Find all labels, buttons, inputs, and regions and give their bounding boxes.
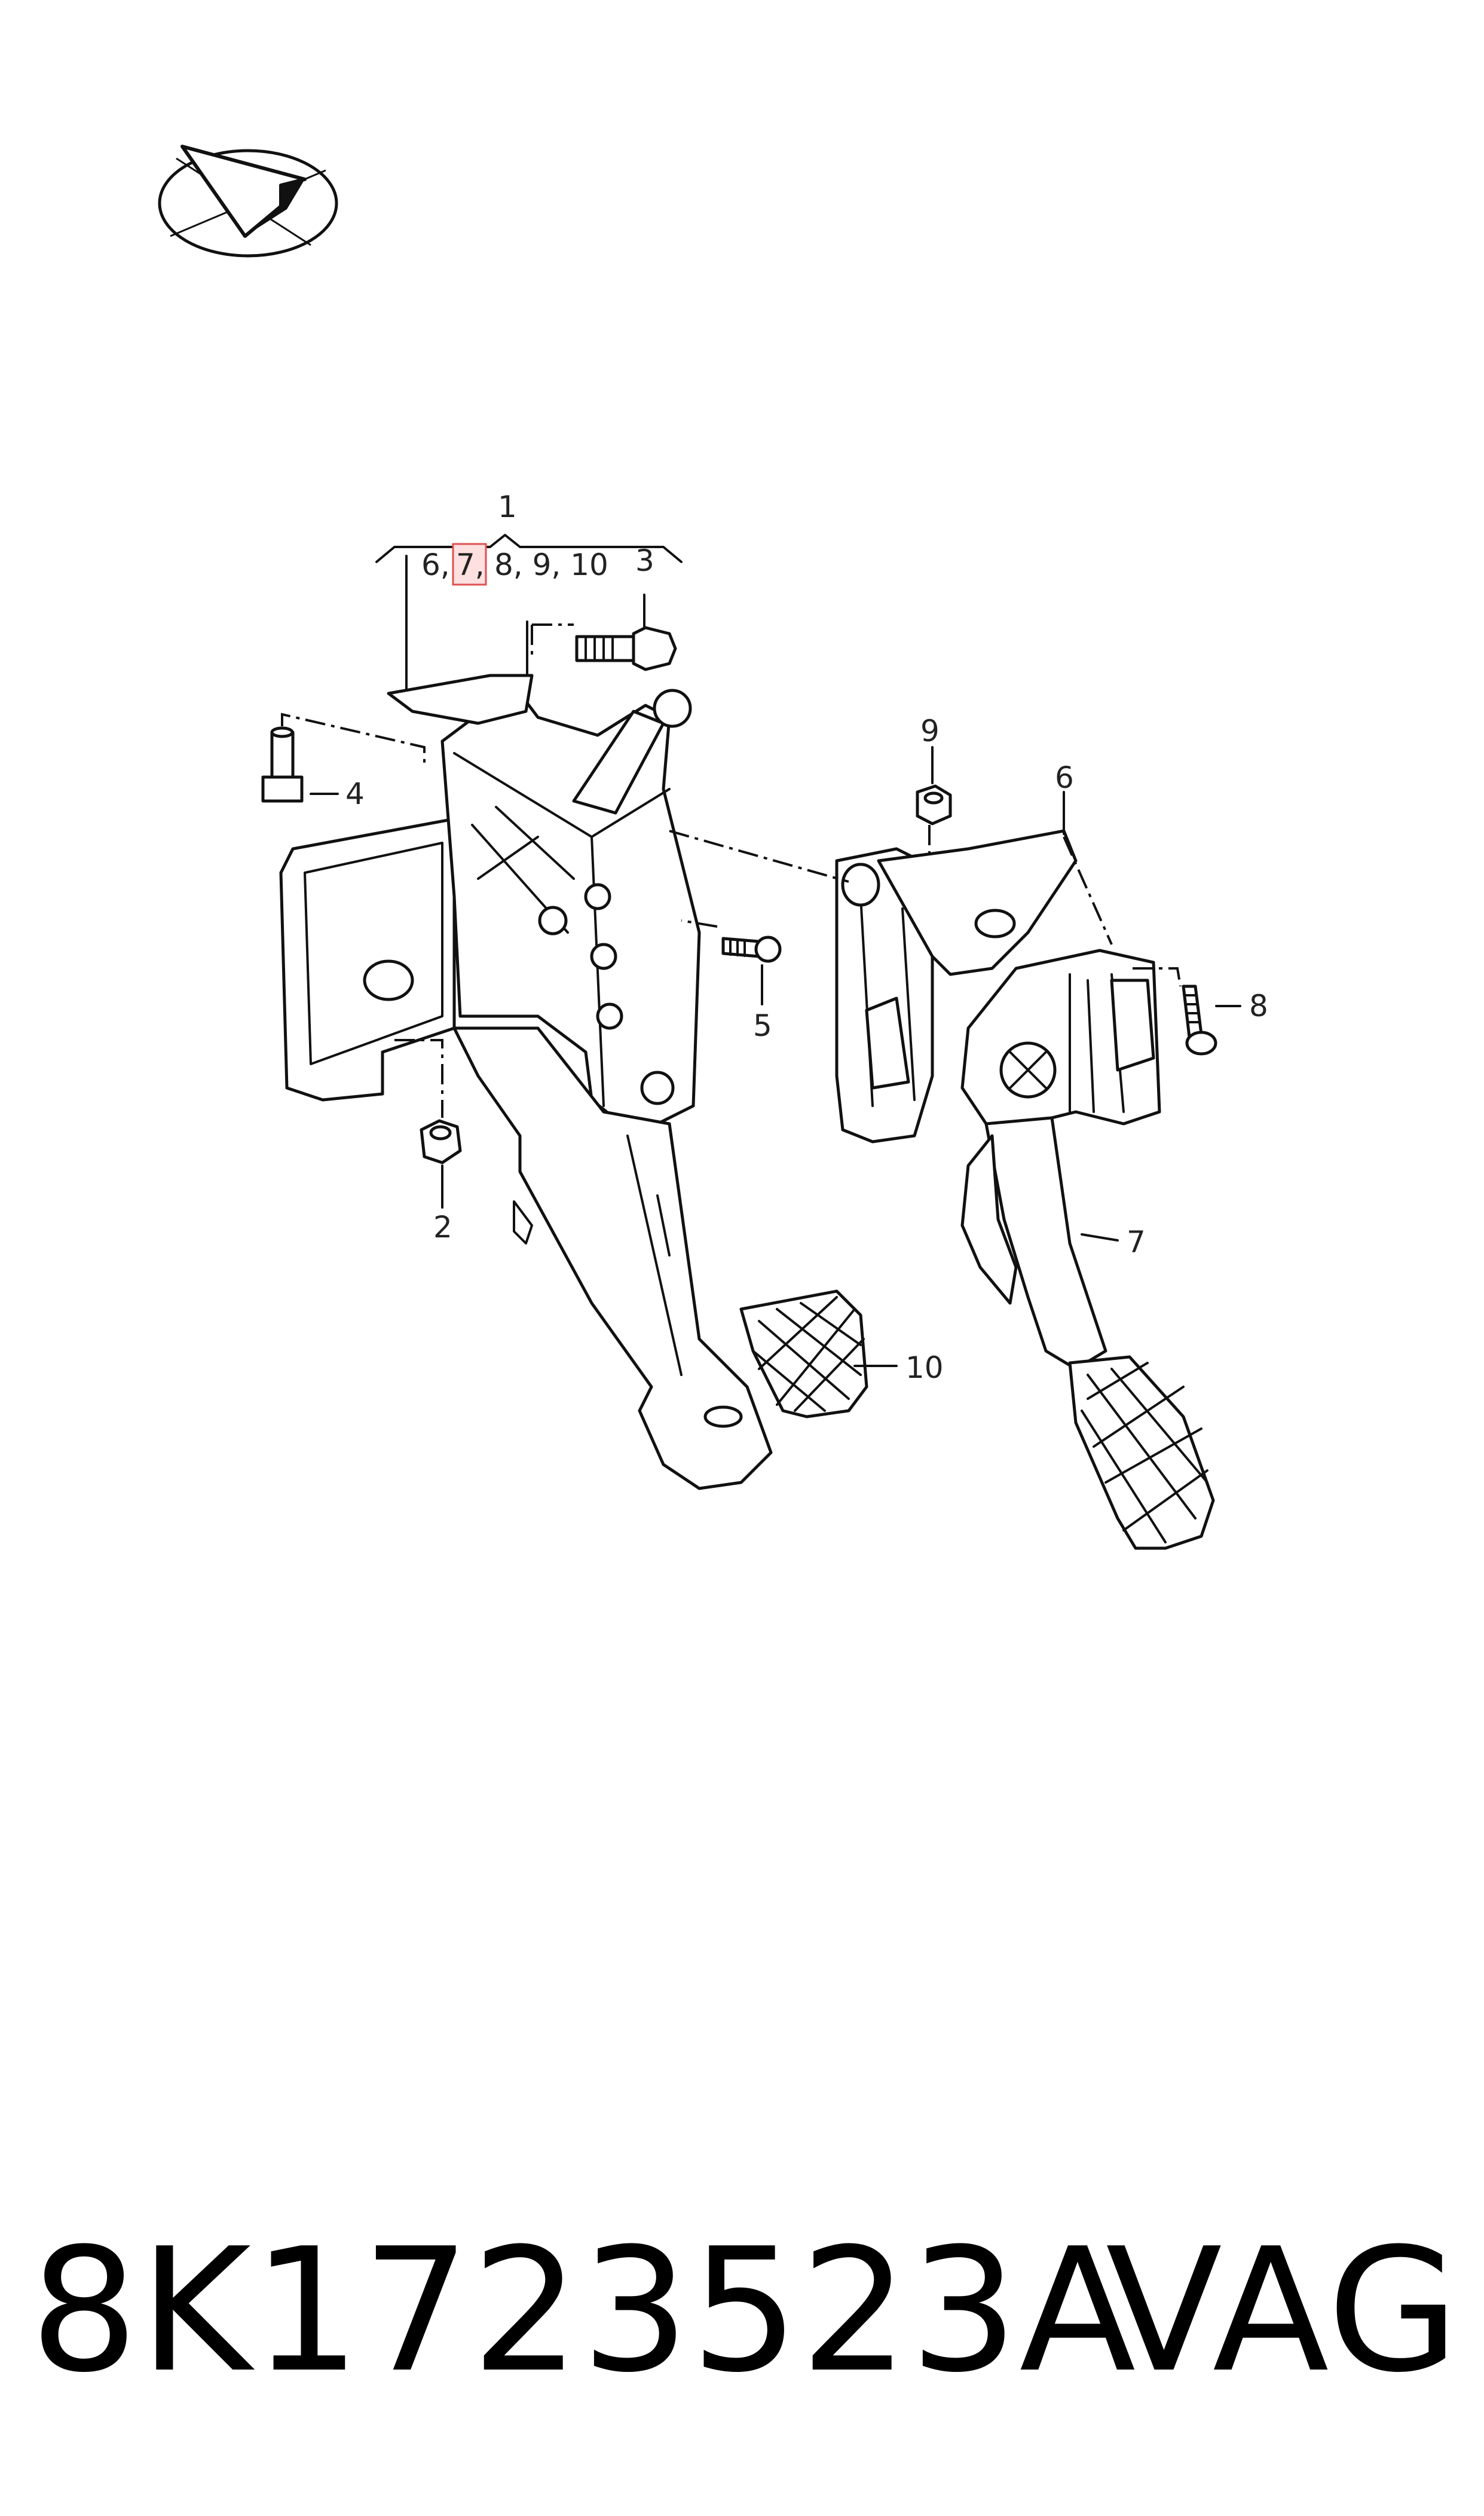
callout-2: 2: [433, 1210, 452, 1245]
clutch-pedal-pad: [739, 1289, 868, 1419]
group-item-6: 6,: [421, 548, 450, 582]
callout-9: 9: [920, 714, 940, 748]
leader-lines: [281, 594, 1241, 1367]
accelerator-pedal-assembly: [835, 829, 1215, 1550]
group-item-7: 7,: [456, 548, 485, 582]
callout-5: 5: [753, 1008, 772, 1043]
bolt-4: [261, 726, 304, 803]
footer-caption: 8K1723523A VAG: [30, 2212, 1464, 2410]
nut-2: [420, 1119, 462, 1164]
group-list: 6, 7, 8, 9, 10: [421, 548, 608, 582]
callout-6: 6: [1055, 760, 1074, 795]
bolt-8: [1182, 985, 1217, 1056]
highlight-box: [452, 543, 487, 586]
part-number: 8K1723523A: [30, 2212, 1137, 2410]
nut-9: [916, 784, 952, 826]
callout-8: 8: [1249, 989, 1268, 1023]
callout-10: 10: [905, 1350, 944, 1385]
brand-name: VAG: [1106, 2212, 1461, 2410]
callout-3: 3: [635, 543, 654, 578]
group-item-rest: 8, 9, 10: [494, 548, 608, 582]
bolt-5: [721, 936, 782, 963]
bolt-3: [575, 626, 677, 671]
clutch-pedal-assembly: [279, 674, 773, 1490]
brand-logo: [158, 145, 338, 258]
callout-4: 4: [345, 776, 365, 811]
callout-1: 1: [498, 490, 517, 524]
callout-7: 7: [1127, 1225, 1146, 1259]
